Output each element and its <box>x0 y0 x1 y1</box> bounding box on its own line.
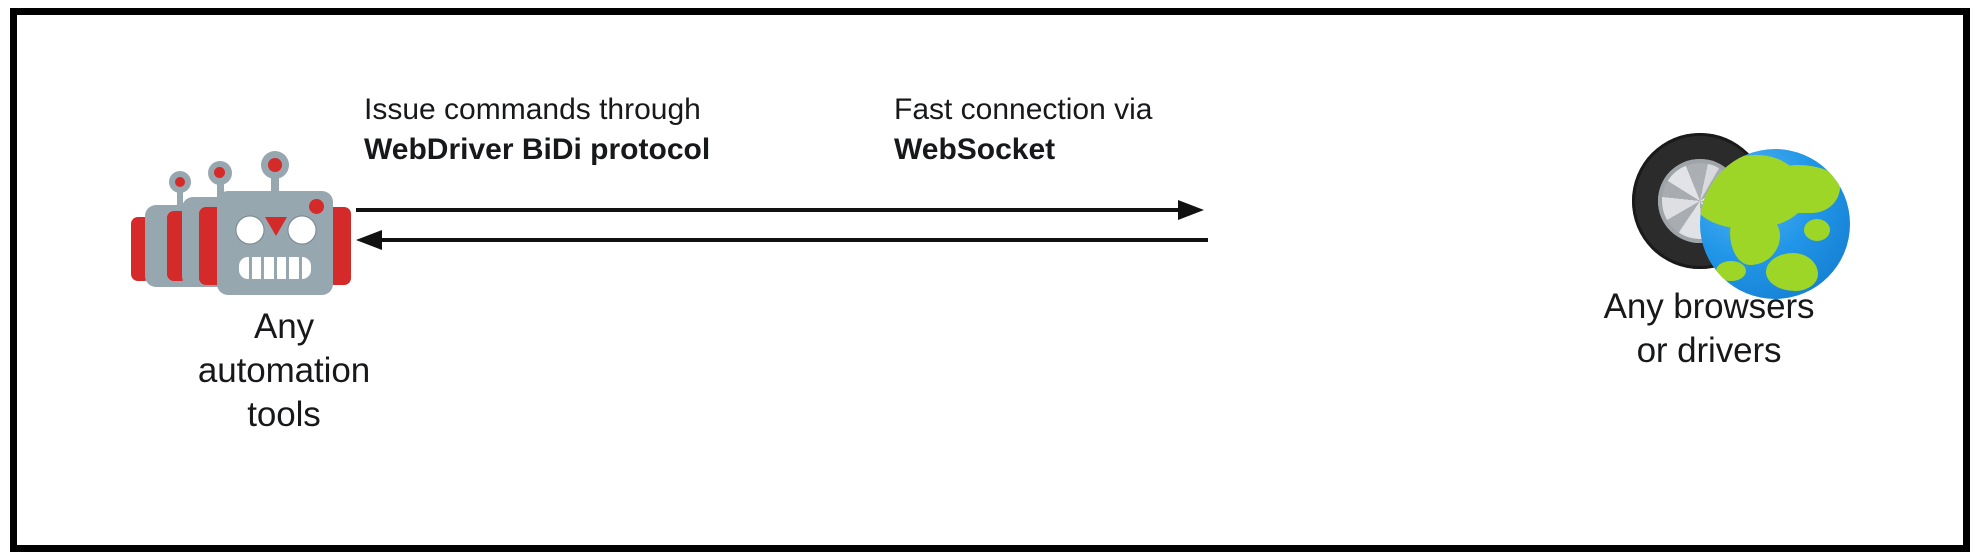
arrow-left-head-icon <box>356 230 382 250</box>
label-fast-connection: Fast connection via WebSocket <box>894 90 1152 169</box>
diagram-stage: Any automation tools Issue commands thro… <box>34 30 1980 560</box>
label-issue-commands: Issue commands through WebDriver BiDi pr… <box>364 90 710 169</box>
caption-line: Any <box>253 307 314 346</box>
arrow-left-icon <box>380 238 1208 242</box>
caption-line: automation <box>197 351 371 391</box>
browser-driver-icon-group <box>1524 125 1894 299</box>
label-line-bold: WebSocket <box>894 132 1056 166</box>
globe-icon <box>1700 149 1850 299</box>
arrow-right-icon <box>356 208 1184 212</box>
node-automation-tools: Any automation tools <box>129 145 439 475</box>
arrow-right-head-icon <box>1178 200 1204 220</box>
node-browsers-drivers: Any browsers or drivers <box>1524 125 1894 465</box>
caption-line: Any browsers <box>1603 287 1815 326</box>
bidirectional-arrows <box>356 198 1208 250</box>
caption-automation-tools: Any automation tools <box>129 305 439 437</box>
label-line-bold: WebDriver BiDi protocol <box>364 132 711 166</box>
label-line-regular: Issue commands through <box>364 93 701 126</box>
caption-line: tools <box>247 395 321 435</box>
diagram-frame: Any automation tools Issue commands thro… <box>10 8 1970 552</box>
caption-line: or drivers <box>1636 331 1782 371</box>
label-line-regular: Fast connection via <box>894 93 1153 126</box>
caption-browsers-drivers: Any browsers or drivers <box>1524 285 1894 373</box>
robot-emoji-stack-icon <box>129 145 439 295</box>
flow-section: Issue commands through WebDriver BiDi pr… <box>334 90 1534 260</box>
